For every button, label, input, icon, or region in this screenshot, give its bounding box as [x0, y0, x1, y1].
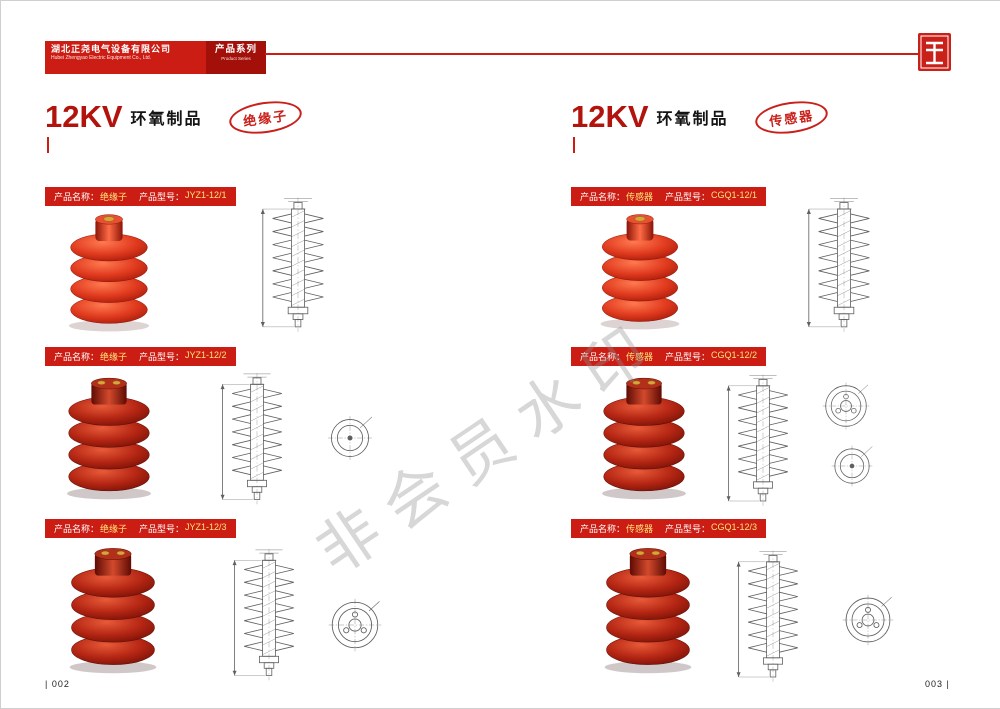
series-label-en: Product Series	[221, 55, 251, 61]
product-label-bar: 产品名称：绝缘子 产品型号：JYZ1-12/2	[45, 347, 236, 366]
series-label-cn: 产品系列	[214, 44, 257, 55]
dimension-drawing	[729, 543, 817, 691]
category-title-right: 环氧制品	[656, 111, 729, 128]
page-number-right: 003 |	[925, 679, 950, 689]
top-view-drawing	[821, 381, 871, 431]
product-name: 产品名称：绝缘子	[54, 192, 128, 202]
title-tick-left	[47, 137, 49, 153]
dimension-drawing	[213, 367, 301, 512]
product-label-bar: 产品名称：传感器 产品型号：CGQ1-12/3	[571, 519, 767, 538]
category-title-left: 环氧制品	[130, 111, 203, 128]
category-badge-right: 传感器	[752, 96, 830, 138]
dimension-drawing	[253, 193, 343, 338]
product-photo-insulator	[55, 541, 171, 675]
product-label-bar: 产品名称：绝缘子 产品型号：JYZ1-12/1	[45, 187, 236, 206]
product-model: 产品型号：JYZ1-12/2	[139, 350, 227, 362]
voltage-title-right: 12KV	[571, 99, 649, 134]
product-model: 产品型号：CGQ1-12/1	[665, 190, 758, 202]
product-model: 产品型号：JYZ1-12/1	[139, 190, 227, 202]
company-name-en: Hubei Zhengyao Electric Equipment Co., L…	[51, 54, 152, 61]
product-label-bar: 产品名称：传感器 产品型号：CGQ1-12/1	[571, 187, 767, 206]
dimension-drawing	[225, 543, 313, 688]
left-page-title: 12KV 环氧制品 绝缘子	[45, 96, 304, 138]
company-stamp-icon	[918, 33, 951, 71]
company-name-cn: 湖北正尧电气设备有限公司	[51, 44, 172, 54]
product-name: 产品名称：绝缘子	[54, 352, 128, 362]
title-tick-right	[573, 137, 575, 153]
product-name: 产品名称：传感器	[580, 524, 654, 534]
product-name: 产品名称：传感器	[580, 192, 654, 202]
header-rule	[265, 53, 951, 55]
category-badge-left: 绝缘子	[226, 96, 304, 138]
product-photo-sensor	[591, 541, 705, 675]
product-photo-sensor	[587, 371, 701, 501]
top-view-drawing	[841, 593, 895, 647]
product-model: 产品型号：JYZ1-12/3	[139, 522, 227, 534]
product-name: 产品名称：绝缘子	[54, 524, 128, 534]
product-model: 产品型号：CGQ1-12/3	[665, 522, 758, 534]
product-label-bar: 产品名称：绝缘子 产品型号：JYZ1-12/3	[45, 519, 236, 538]
product-series-badge: 产品系列 Product Series	[206, 41, 266, 74]
dimension-drawing	[719, 367, 807, 515]
product-photo-insulator	[53, 209, 165, 333]
product-photo-sensor	[585, 209, 695, 331]
product-name: 产品名称：传感器	[580, 352, 654, 362]
product-label-bar: 产品名称：传感器 产品型号：CGQ1-12/2	[571, 347, 767, 366]
dimension-drawing	[799, 193, 889, 338]
page-number-left: | 002	[45, 679, 70, 689]
voltage-title-left: 12KV	[45, 99, 123, 134]
product-photo-insulator	[51, 371, 167, 501]
top-view-drawing	[323, 411, 377, 465]
top-view-drawing	[327, 597, 383, 653]
top-view-drawing	[827, 441, 877, 491]
company-logo: 湖北正尧电气设备有限公司 Hubei Zhengyao Electric Equ…	[45, 41, 215, 74]
product-model: 产品型号：CGQ1-12/2	[665, 350, 758, 362]
right-page-title: 12KV 环氧制品 传感器	[571, 96, 830, 138]
